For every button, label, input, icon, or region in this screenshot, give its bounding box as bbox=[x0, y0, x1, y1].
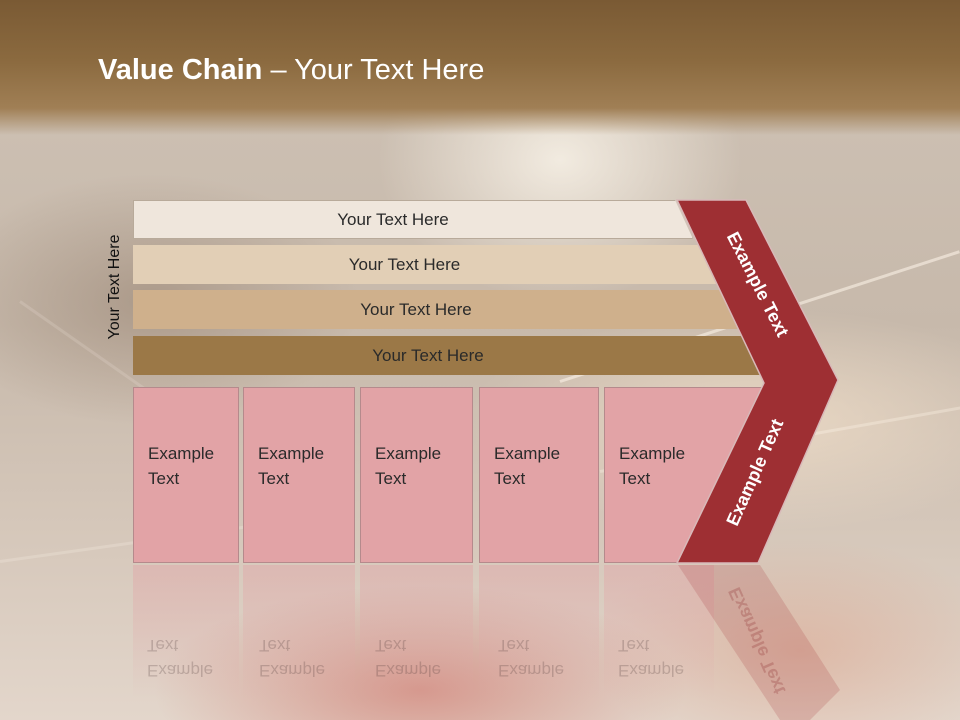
box-1-line1: Example bbox=[148, 444, 215, 463]
box-reflection bbox=[479, 565, 599, 700]
slide-title[interactable]: Value Chain – Your Text Here bbox=[98, 54, 484, 87]
box-reflection bbox=[360, 565, 473, 700]
box-4-line1: Example bbox=[494, 444, 561, 463]
box-1-line2: Text bbox=[148, 469, 180, 488]
box-reflection bbox=[604, 565, 714, 700]
box-4[interactable]: Example Text bbox=[479, 387, 599, 563]
chevron-shape bbox=[675, 199, 839, 564]
box-reflection bbox=[243, 565, 355, 700]
title-band bbox=[0, 0, 960, 135]
box-3-line2: Text bbox=[375, 469, 407, 488]
box-3[interactable]: Example Text bbox=[360, 387, 473, 563]
stripe-1[interactable]: Your Text Here bbox=[133, 200, 693, 239]
box-2-line1: Example bbox=[258, 444, 325, 463]
box-2-line2: Text bbox=[258, 469, 290, 488]
box-5-line2: Text bbox=[619, 469, 651, 488]
box-1[interactable]: Example Text bbox=[133, 387, 239, 563]
stripe-4[interactable]: Your Text Here bbox=[133, 336, 763, 375]
box-4-line2: Text bbox=[494, 469, 526, 488]
box-reflection bbox=[133, 565, 239, 700]
box-5-line1: Example bbox=[619, 444, 686, 463]
title-bold: Value Chain bbox=[98, 54, 263, 86]
stripe-2[interactable]: Your Text Here bbox=[133, 245, 716, 284]
box-3-line1: Example bbox=[375, 444, 442, 463]
stripe-3[interactable]: Your Text Here bbox=[133, 290, 739, 329]
title-rest: – Your Text Here bbox=[262, 54, 485, 86]
box-2[interactable]: Example Text bbox=[243, 387, 355, 563]
chevron-reflection bbox=[678, 565, 840, 720]
